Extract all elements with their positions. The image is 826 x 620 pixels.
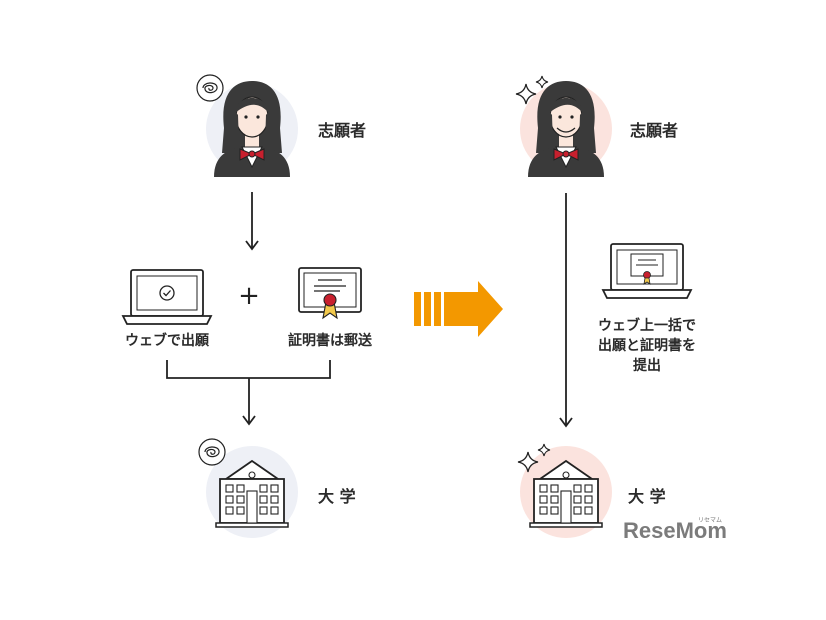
scribble-icon: [198, 438, 226, 466]
transition-arrow-icon: [414, 281, 503, 337]
web-apply-label: ウェブで出願: [125, 332, 210, 349]
right-university: [517, 443, 612, 538]
right-down-arrow: [559, 193, 573, 428]
right-applicant: [515, 75, 612, 178]
left-down-arrow-1: [245, 192, 259, 251]
merge-bracket: [166, 360, 331, 426]
bulk-submit-line3: 提出: [633, 357, 661, 374]
certificate-icon: [630, 253, 664, 285]
resemom-logo-ruby: リセマム: [698, 517, 722, 524]
bulk-submit-line1: ウェブ上一括で: [598, 317, 696, 334]
resemom-logo: ReseMom: [623, 518, 727, 543]
bulk-submit-line2: 出願と証明書を: [598, 337, 696, 354]
left-laptop: [122, 269, 212, 325]
certificate-icon: [298, 267, 362, 320]
right-university-label: 大 学: [628, 487, 666, 506]
left-university-label: 大 学: [318, 487, 356, 506]
check-icon: [159, 285, 175, 301]
left-applicant-label: 志願者: [318, 121, 366, 140]
plus-symbol: +: [238, 281, 260, 311]
right-laptop: [602, 243, 692, 299]
left-university: [198, 438, 298, 538]
certificate-mail-label: 証明書は郵送: [288, 332, 373, 349]
right-applicant-label: 志願者: [630, 121, 678, 140]
scribble-icon: [196, 74, 224, 102]
left-applicant: [196, 74, 298, 178]
